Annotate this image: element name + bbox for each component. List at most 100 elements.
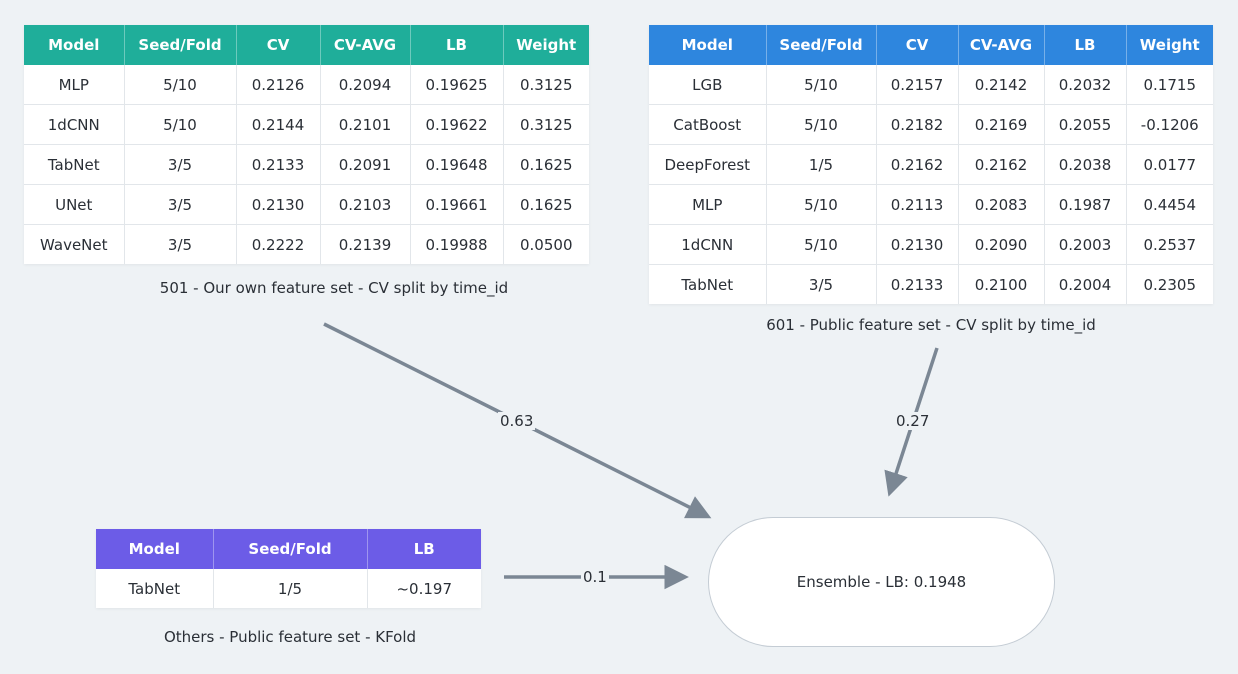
header-cell: Weight xyxy=(503,25,589,65)
table-row: UNet 3/5 0.2130 0.2103 0.19661 0.1625 xyxy=(24,184,589,225)
table-cell: -0.1206 xyxy=(1126,104,1213,145)
table-cell: 0.2126 xyxy=(236,65,321,105)
header-cell: Seed/Fold xyxy=(124,25,237,65)
table-row: TabNet 1/5 ~0.197 xyxy=(96,569,481,608)
header-cell: CV xyxy=(876,25,959,65)
table-cell: 0.2130 xyxy=(236,184,321,225)
edge-weight-label-601: 0.27 xyxy=(894,412,932,430)
table-cell: 0.19625 xyxy=(410,65,504,105)
table-cell: 0.2090 xyxy=(958,224,1045,265)
header-cell: Seed/Fold xyxy=(213,529,368,569)
table-cell: 0.0177 xyxy=(1126,144,1213,185)
table-row: 1dCNN 5/10 0.2144 0.2101 0.19622 0.3125 xyxy=(24,104,589,145)
table-cell: 0.2139 xyxy=(320,224,411,264)
table-row: WaveNet 3/5 0.2222 0.2139 0.19988 0.0500 xyxy=(24,224,589,264)
table-cell: 0.2055 xyxy=(1044,104,1127,145)
table-cell: 1/5 xyxy=(766,144,877,185)
table-cell: 0.19661 xyxy=(410,184,504,225)
table-cell: ~0.197 xyxy=(396,579,452,598)
table-601-caption: 601 - Public feature set - CV split by t… xyxy=(766,316,1096,334)
table-cell: DeepForest xyxy=(649,144,767,185)
table-cell: 0.4454 xyxy=(1126,184,1213,225)
ensemble-label: Ensemble - LB: 0.1948 xyxy=(796,573,967,591)
table-cell: 1dCNN xyxy=(24,104,125,145)
header-cell: Seed/Fold xyxy=(766,25,877,65)
table-cell: 0.2182 xyxy=(876,104,959,145)
table-cell: 0.3125 xyxy=(503,104,589,145)
table-501-caption: 501 - Our own feature set - CV split by … xyxy=(159,279,509,297)
table-cell: 0.19648 xyxy=(410,144,504,185)
table-cell: 1/5 xyxy=(213,569,368,608)
table-cell: CatBoost xyxy=(649,104,767,145)
header-cell: LB xyxy=(410,25,504,65)
header-cell: Weight xyxy=(1126,25,1213,65)
header-cell: CV-AVG xyxy=(320,25,411,65)
table-cell: 5/10 xyxy=(766,65,877,105)
table-cell: TabNet xyxy=(24,144,125,185)
table-cell: 0.2032 xyxy=(1044,65,1127,105)
header-cell: CV xyxy=(236,25,321,65)
header-cell: Model xyxy=(24,25,125,65)
table-cell: 1dCNN xyxy=(649,224,767,265)
table-row: 1dCNN 5/10 0.2130 0.2090 0.2003 0.2537 xyxy=(649,224,1213,265)
ensemble-node: Ensemble - LB: 0.1948 xyxy=(708,517,1055,647)
table-cell: 0.1625 xyxy=(503,144,589,185)
table-row: MLP 5/10 0.2113 0.2083 0.1987 0.4454 xyxy=(649,184,1213,225)
table-cell: 0.2305 xyxy=(1143,275,1197,294)
table-cell: 0.2162 xyxy=(876,144,959,185)
table-cell: 0.2142 xyxy=(958,65,1045,105)
table-row: TabNet 3/5 0.2133 0.2100 0.2004 0.2305 xyxy=(649,264,1213,304)
table-cell: 0.0500 xyxy=(520,235,573,254)
table-501: Model Seed/Fold CV CV-AVG LB Weight MLP … xyxy=(24,25,589,264)
table-row: LGB 5/10 0.2157 0.2142 0.2032 0.1715 xyxy=(649,65,1213,105)
table-cell: 0.2537 xyxy=(1126,224,1213,265)
table-header-row: Model Seed/Fold CV CV-AVG LB Weight xyxy=(649,25,1213,65)
table-others-caption: Others - Public feature set - KFold xyxy=(163,628,417,646)
table-cell: 3/5 xyxy=(124,144,237,185)
table-cell: 0.2103 xyxy=(320,184,411,225)
table-cell: 5/10 xyxy=(766,184,877,225)
header-cell: LB xyxy=(367,529,481,569)
table-cell: UNet xyxy=(24,184,125,225)
table-cell: 0.2004 xyxy=(1044,264,1127,304)
table-cell: 0.2003 xyxy=(1044,224,1127,265)
table-cell: 0.2133 xyxy=(876,264,959,304)
table-row: MLP 5/10 0.2126 0.2094 0.19625 0.3125 xyxy=(24,65,589,105)
table-cell: LGB xyxy=(649,65,767,105)
table-cell: TabNet xyxy=(96,569,214,608)
table-cell: 5/10 xyxy=(124,65,237,105)
table-cell: 3/5 xyxy=(766,264,877,304)
table-cell: MLP xyxy=(24,65,125,105)
edge-weight-label-others: 0.1 xyxy=(581,568,609,586)
table-cell: 0.2162 xyxy=(958,144,1045,185)
table-cell: 0.19622 xyxy=(410,104,504,145)
table-cell: 5/10 xyxy=(124,104,237,145)
header-cell: Model xyxy=(649,25,767,65)
table-cell: 3/5 xyxy=(124,184,237,225)
table-cell: 0.2100 xyxy=(958,264,1045,304)
table-header-row: Model Seed/Fold LB xyxy=(96,529,481,569)
table-cell: 0.2038 xyxy=(1044,144,1127,185)
header-cell: LB xyxy=(1044,25,1127,65)
table-cell: MLP xyxy=(649,184,767,225)
table-cell: 0.1625 xyxy=(503,184,589,225)
header-cell: CV-AVG xyxy=(958,25,1045,65)
header-cell: Model xyxy=(96,529,214,569)
table-cell: 0.2091 xyxy=(320,144,411,185)
table-cell: 0.2113 xyxy=(876,184,959,225)
table-cell: 0.2101 xyxy=(320,104,411,145)
table-cell: WaveNet xyxy=(24,224,125,264)
table-cell: 0.2133 xyxy=(236,144,321,185)
table-cell: 0.2083 xyxy=(958,184,1045,225)
table-cell: 0.1715 xyxy=(1126,65,1213,105)
table-row: CatBoost 5/10 0.2182 0.2169 0.2055 -0.12… xyxy=(649,104,1213,145)
table-cell: TabNet xyxy=(649,264,767,304)
table-cell: 0.2144 xyxy=(236,104,321,145)
table-cell: 0.19988 xyxy=(410,224,504,264)
table-cell: 0.3125 xyxy=(503,65,589,105)
table-cell: 0.2222 xyxy=(236,224,321,264)
table-row: TabNet 3/5 0.2133 0.2091 0.19648 0.1625 xyxy=(24,144,589,185)
edge-weight-label-501: 0.63 xyxy=(498,412,536,430)
table-cell: 0.1987 xyxy=(1044,184,1127,225)
table-cell: 0.2157 xyxy=(876,65,959,105)
